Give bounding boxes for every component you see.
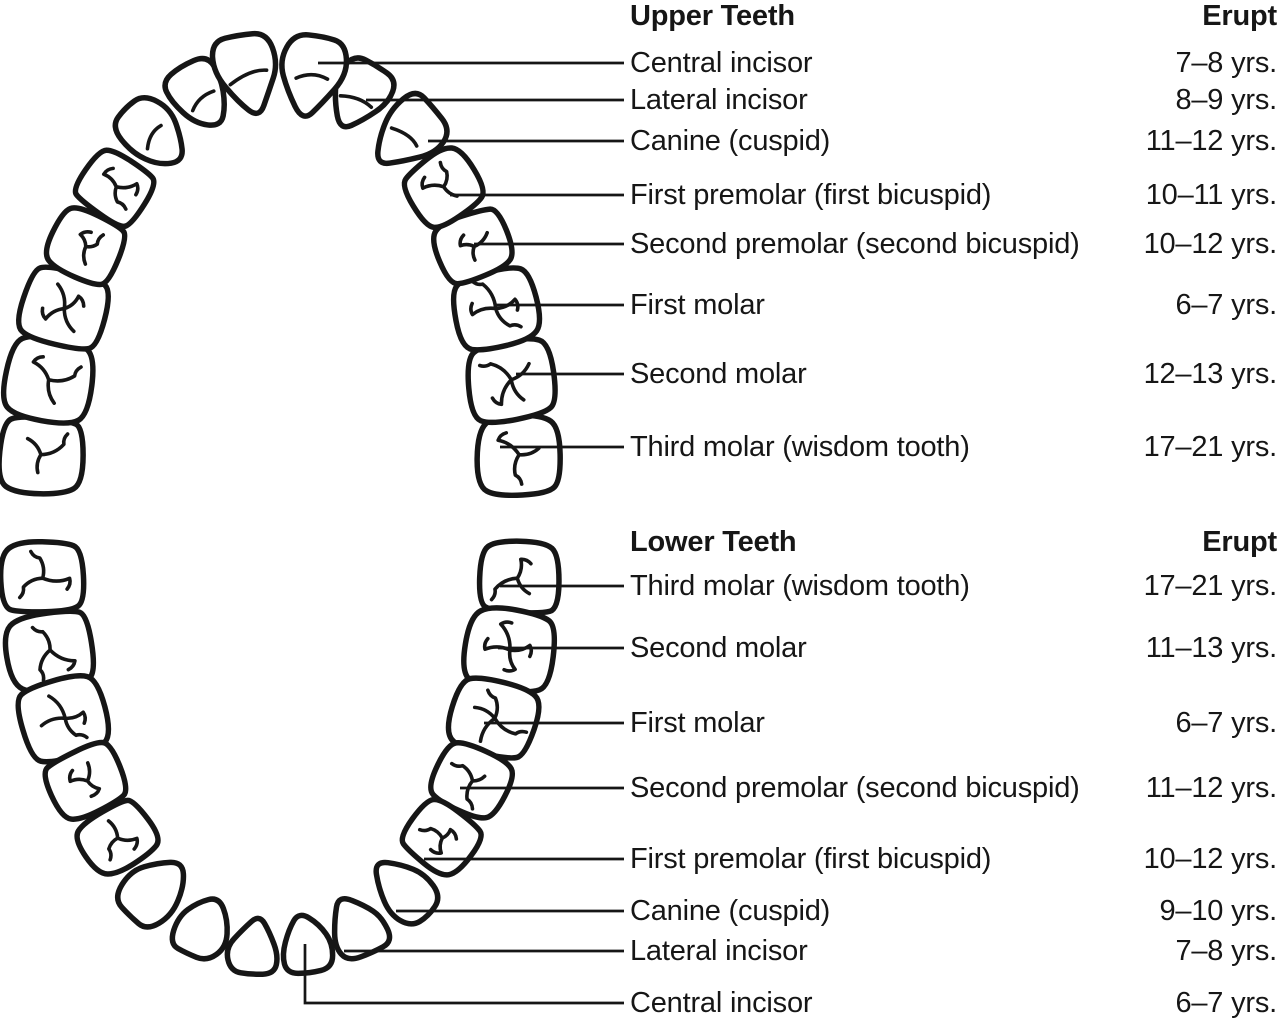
upper-row-first-molar: First molar 6–7 yrs. [630, 284, 1277, 326]
eruption-age: 11–12 yrs. [1145, 125, 1277, 157]
upper-arch-tooth-5 [72, 147, 157, 230]
upper-arch-tooth-9 [474, 412, 563, 499]
tooth-label: Second premolar (second bicuspid) [630, 228, 1080, 260]
lower-row-second-premolar: Second premolar (second bicuspid) 11–12 … [630, 767, 1277, 809]
upper-arch-tooth-1 [0, 414, 86, 497]
tooth-label: First premolar (first bicuspid) [630, 179, 992, 211]
lower-arch-tooth-8 [224, 915, 280, 977]
lower-erupt-header: Erupt [1202, 526, 1277, 558]
eruption-age: 11–13 yrs. [1145, 632, 1277, 664]
lower-arch-tooth-6 [114, 859, 187, 930]
tooth-label: Central incisor [630, 47, 813, 79]
eruption-age: 10–12 yrs. [1143, 843, 1278, 875]
eruption-age: 17–21 yrs. [1143, 431, 1278, 463]
tooth-label: Lateral incisor [630, 935, 808, 967]
tooth-label: Lateral incisor [630, 84, 808, 116]
eruption-age: 10–11 yrs. [1145, 179, 1277, 211]
upper-teeth-title: Upper Teeth [630, 0, 795, 32]
eruption-age: 7–8 yrs. [1175, 47, 1277, 79]
lower-arch-tooth-15 [331, 896, 393, 962]
upper-teeth-header-row: Upper Teeth Erupt [630, 0, 1277, 37]
tooth-label: Third molar (wisdom tooth) [630, 570, 970, 602]
lower-arch-tooth-1 [0, 538, 87, 615]
tooth-label: Second premolar (second bicuspid) [630, 772, 1080, 804]
tooth-label: First molar [630, 707, 765, 739]
lower-row-first-molar: First molar 6–7 yrs. [630, 702, 1277, 744]
upper-row-canine: Canine (cuspid) 11–12 yrs. [630, 120, 1277, 162]
upper-erupt-header: Erupt [1202, 0, 1277, 32]
tooth-label: Third molar (wisdom tooth) [630, 431, 970, 463]
upper-arch-tooth-14 [375, 90, 450, 167]
lower-arch-tooth-14 [373, 859, 441, 927]
upper-row-second-premolar: Second premolar (second bicuspid) 10–12 … [630, 223, 1277, 265]
upper-arch-tooth-8 [209, 30, 279, 117]
tooth-label: Second molar [630, 632, 807, 664]
lower-row-second-molar: Second molar 11–13 yrs. [630, 627, 1277, 669]
eruption-age: 6–7 yrs. [1175, 289, 1277, 321]
eruption-age: 10–12 yrs. [1143, 228, 1278, 260]
lower-row-first-premolar: First premolar (first bicuspid) 10–12 yr… [630, 838, 1277, 880]
lower-arch-tooth-16 [280, 912, 336, 977]
upper-arch-diagram [0, 30, 563, 499]
tooth-label: Central incisor [630, 987, 813, 1019]
lower-teeth-header-row: Lower Teeth Erupt [630, 521, 1277, 563]
eruption-age: 12–13 yrs. [1143, 358, 1278, 390]
upper-arch-tooth-6 [112, 95, 185, 167]
upper-arch-tooth-13 [401, 145, 486, 231]
upper-row-first-premolar: First premolar (first bicuspid) 10–11 yr… [630, 174, 1277, 216]
tooth-label: First molar [630, 289, 765, 321]
upper-leader-lines [318, 61, 624, 449]
lower-arch-tooth-7 [169, 896, 230, 962]
upper-arch-tooth-16 [279, 32, 350, 119]
upper-arch-tooth-7 [162, 55, 227, 128]
lower-leader-lines [303, 584, 624, 1005]
eruption-age: 9–10 yrs. [1159, 895, 1278, 927]
tooth-label: Second molar [630, 358, 807, 390]
lower-arch-tooth-4 [42, 739, 129, 822]
upper-row-central-incisor: Central incisor 7–8 yrs. [630, 42, 1277, 84]
leader-lower-central-incisor [303, 944, 624, 1005]
lower-row-canine: Canine (cuspid) 9–10 yrs. [630, 890, 1277, 932]
lower-arch-tooth-5 [74, 797, 161, 877]
lower-arch-tooth-9 [476, 538, 562, 616]
eruption-age: 6–7 yrs. [1175, 987, 1277, 1019]
lower-arch-diagram [0, 538, 562, 977]
lower-row-third-molar: Third molar (wisdom tooth) 17–21 yrs. [630, 565, 1277, 607]
eruption-age: 11–12 yrs. [1145, 772, 1277, 804]
tooth-label: First premolar (first bicuspid) [630, 843, 992, 875]
tooth-label: Canine (cuspid) [630, 125, 831, 157]
lower-row-lateral-incisor: Lateral incisor 7–8 yrs. [630, 930, 1277, 972]
upper-row-lateral-incisor: Lateral incisor 8–9 yrs. [630, 79, 1277, 121]
upper-row-third-molar: Third molar (wisdom tooth) 17–21 yrs. [630, 426, 1277, 468]
lower-teeth-title: Lower Teeth [630, 526, 797, 558]
lower-arch-tooth-13 [399, 796, 484, 878]
eruption-age: 6–7 yrs. [1175, 707, 1277, 739]
tooth-label: Canine (cuspid) [630, 895, 831, 927]
eruption-age: 17–21 yrs. [1143, 570, 1278, 602]
upper-row-second-molar: Second molar 12–13 yrs. [630, 353, 1277, 395]
lower-row-central-incisor: Central incisor 6–7 yrs. [630, 982, 1277, 1024]
eruption-age: 7–8 yrs. [1175, 935, 1277, 967]
eruption-age: 8–9 yrs. [1175, 84, 1277, 116]
